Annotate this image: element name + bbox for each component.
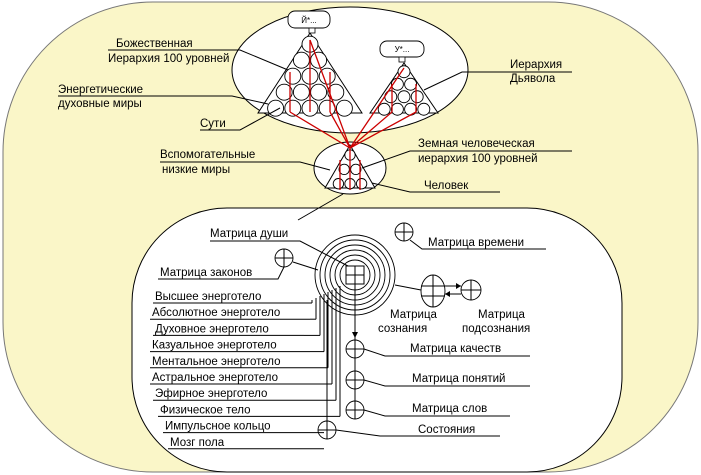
energy-worlds-leader bbox=[58, 95, 269, 105]
laws-connector bbox=[292, 261, 319, 271]
devil-label-line1: Иерархия bbox=[510, 59, 562, 71]
energy-body-label: Абсолютное энерготело bbox=[152, 307, 280, 319]
divine-top-connector bbox=[308, 27, 316, 34]
energy-body-label: Высшее энерготело bbox=[155, 291, 261, 303]
pyramid-ball bbox=[310, 83, 328, 101]
pyramid-ball bbox=[284, 67, 302, 85]
concepts-matrix-label: Матрица понятий bbox=[412, 373, 505, 385]
earth-leader bbox=[361, 150, 572, 169]
energy-body-label: Импульсное кольцо bbox=[165, 421, 271, 433]
divine-label-line1: Божественная bbox=[116, 38, 193, 50]
earth-label-line2: иерархия 100 уровней bbox=[418, 153, 538, 165]
energy-worlds-line1: Энергетические bbox=[58, 84, 143, 96]
concepts-matrix-node bbox=[345, 370, 365, 390]
pyramid-ball bbox=[284, 99, 302, 117]
soul-leader bbox=[210, 240, 349, 267]
pyramid-ball bbox=[404, 102, 418, 116]
human-label: Человек bbox=[424, 180, 469, 192]
pyramid-ball bbox=[310, 51, 328, 69]
human-leader bbox=[371, 182, 500, 193]
divine-leader bbox=[108, 49, 289, 71]
devil-top-connector bbox=[398, 56, 406, 63]
time-matrix-node bbox=[394, 222, 414, 242]
rings-consciousness-connector bbox=[394, 284, 422, 291]
energy-body-label: Эфирное энерготело bbox=[155, 388, 267, 400]
states-leader bbox=[335, 429, 500, 437]
states-matrix-node bbox=[317, 420, 337, 440]
energy-body-label: Мозг пола bbox=[170, 437, 225, 449]
aux-label-line2: низкие миры bbox=[162, 164, 230, 176]
matrix-area bbox=[131, 207, 623, 473]
time-leader bbox=[409, 239, 546, 250]
pyramid-ball bbox=[397, 90, 411, 104]
energy-body-label: Физическое тело bbox=[160, 404, 251, 416]
pyramid-ball bbox=[327, 83, 345, 101]
divine-label-line2: Иерархия 100 уровней bbox=[108, 53, 229, 65]
pyramid-ball bbox=[417, 102, 431, 116]
subconscious-matrix-node bbox=[460, 279, 482, 301]
soul-matrix-label: Матрица души bbox=[210, 228, 288, 240]
devil-top-label: У*... bbox=[395, 45, 410, 54]
qualities-matrix-node bbox=[345, 339, 365, 359]
pyramid-ball bbox=[410, 90, 424, 104]
pyramid-ball bbox=[355, 178, 368, 190]
energy-worlds-line2: духовные миры bbox=[58, 98, 142, 110]
qualities-leader bbox=[363, 348, 530, 357]
energy-body-label: Духовное энерготело bbox=[155, 323, 269, 335]
pyramid-ball bbox=[404, 77, 418, 91]
pyramid-ball bbox=[397, 65, 411, 79]
pyramid-ball bbox=[318, 67, 336, 85]
column-arrowhead bbox=[352, 332, 358, 338]
arrowhead-left bbox=[445, 291, 450, 297]
essences-leader bbox=[200, 107, 281, 131]
energy-body-label: Ментальное энерготело bbox=[152, 356, 281, 368]
pyramid-ball bbox=[335, 99, 353, 117]
subconscious-label-line2: подсознания bbox=[462, 323, 530, 335]
words-matrix-node bbox=[345, 400, 365, 420]
energy-body-label: Астральное энерготело bbox=[152, 372, 278, 384]
consciousness-label-line2: сознания bbox=[378, 323, 427, 335]
pyramid-ball bbox=[292, 83, 310, 101]
aux-leader bbox=[160, 161, 331, 171]
words-matrix-label: Матрица слов bbox=[412, 403, 487, 415]
subconscious-label-line1: Матрица bbox=[478, 309, 526, 321]
pyramid-ball bbox=[275, 83, 293, 101]
connector-line bbox=[297, 193, 344, 221]
time-matrix-label: Матрица времени bbox=[428, 237, 524, 249]
earth-label-line1: Земная человеческая bbox=[418, 138, 535, 150]
arrowhead-right bbox=[456, 283, 461, 289]
devil-leader bbox=[423, 71, 572, 91]
laws-matrix-label: Матрица законов bbox=[160, 267, 252, 279]
aux-label-line1: Вспомогательные bbox=[160, 149, 255, 161]
pyramid-ball bbox=[384, 90, 398, 104]
pyramid-ball bbox=[390, 102, 404, 116]
energy-body-label: Казуальное энерготело bbox=[152, 340, 277, 352]
consciousness-matrix-node bbox=[420, 274, 446, 308]
qualities-matrix-label: Матрица качеств bbox=[410, 343, 501, 355]
laws-leader bbox=[158, 266, 285, 280]
red-arrows bbox=[289, 39, 417, 190]
laws-matrix-node bbox=[274, 248, 294, 268]
pyramid-ball bbox=[292, 51, 310, 69]
consciousness-label-line1: Матрица bbox=[390, 309, 438, 321]
concepts-leader bbox=[363, 379, 530, 387]
pyramid-ball bbox=[332, 178, 345, 190]
states-label: Состояния bbox=[418, 424, 475, 436]
pyramid-ball bbox=[377, 102, 391, 116]
divine-top-label: Й*... bbox=[301, 16, 317, 25]
words-leader bbox=[363, 409, 510, 417]
essences-label: Сути bbox=[200, 118, 226, 130]
devil-label-line2: Дьявола bbox=[510, 73, 556, 85]
